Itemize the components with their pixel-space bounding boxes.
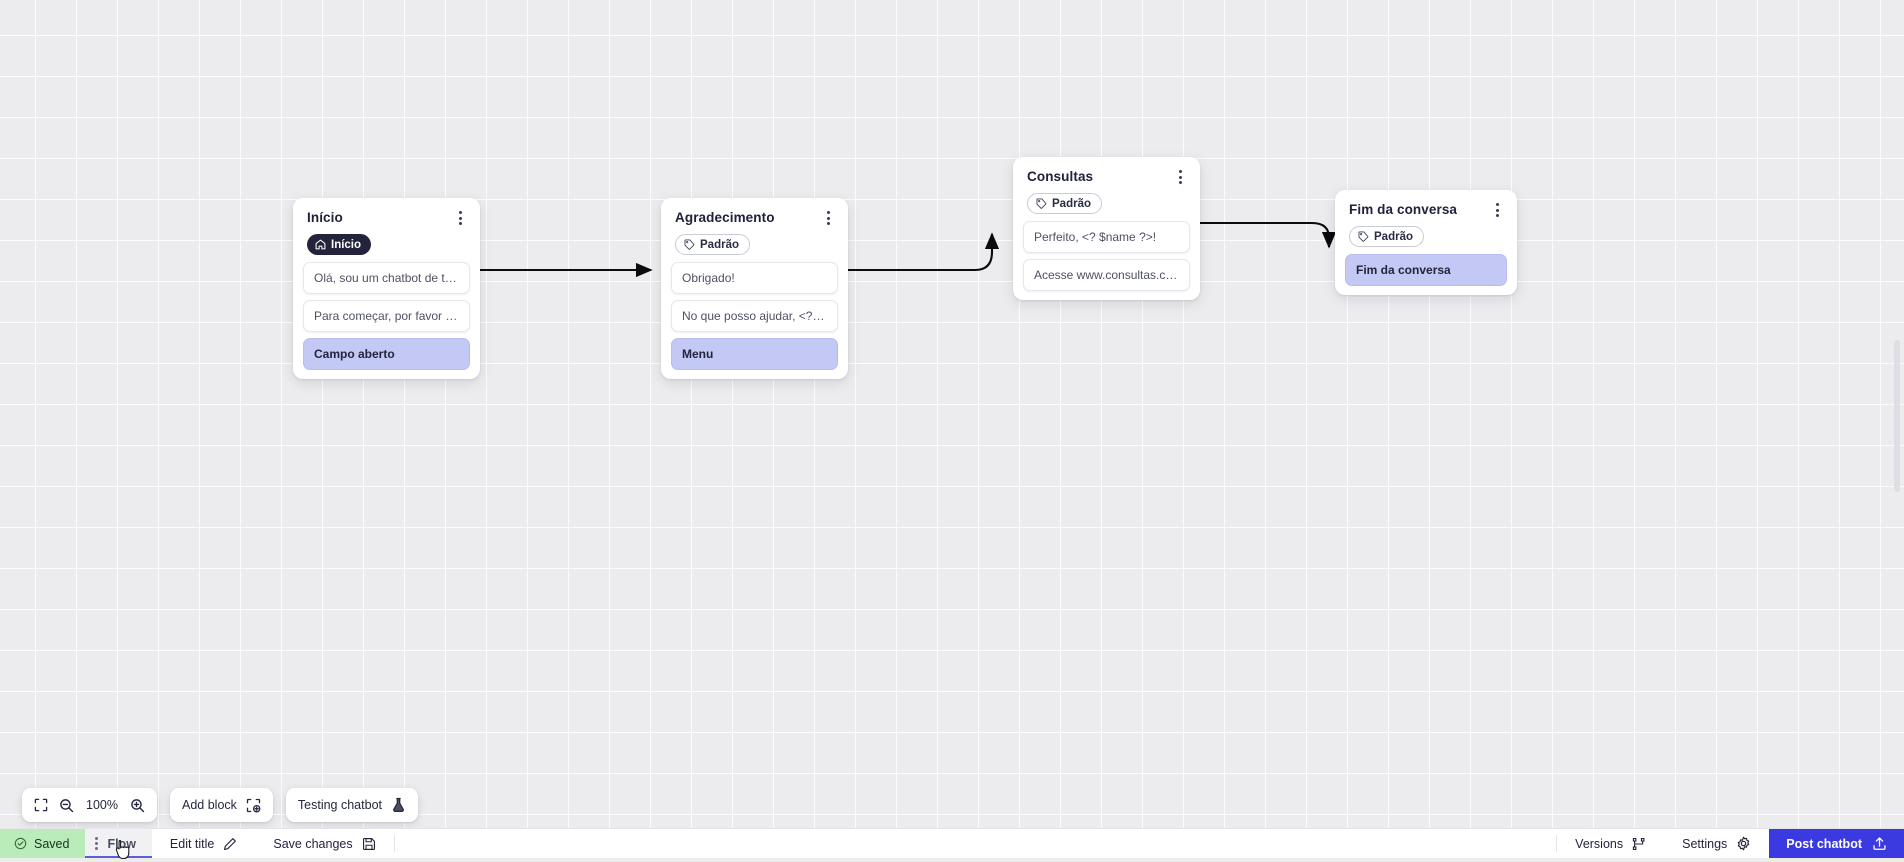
home-icon — [315, 239, 326, 250]
zoom-level-value: 100% — [85, 798, 119, 812]
node-badge-inicio[interactable]: Início — [307, 234, 371, 255]
bottom-status-bar: Saved Flow Edit title Save changes Versi… — [0, 828, 1904, 858]
branch-icon — [1632, 837, 1646, 851]
testing-chatbot-button[interactable]: Testing chatbot — [298, 797, 406, 813]
vertical-scrollbar-thumb[interactable] — [1894, 340, 1900, 492]
node-badge-label: Padrão — [1052, 198, 1091, 210]
node-menu-icon[interactable] — [1172, 168, 1188, 186]
bottom-bar-divider — [394, 835, 395, 852]
node-badge-row: Início — [303, 234, 470, 255]
settings-button[interactable]: Settings — [1664, 829, 1769, 858]
node-title: Início — [307, 210, 343, 226]
node-menu-icon[interactable] — [1489, 201, 1505, 219]
node-messages: Perfeito, <? $name ?>! Acesse www.consul… — [1023, 221, 1190, 291]
flow-canvas[interactable]: Início Início Olá, sou um chatbot de tes… — [0, 0, 1904, 828]
tag-icon — [684, 239, 695, 250]
gear-icon — [1736, 836, 1751, 851]
add-block-label: Add block — [182, 798, 237, 812]
node-messages: Fim da conversa — [1345, 254, 1507, 286]
node-message-accent[interactable]: Campo aberto — [303, 338, 470, 370]
flow-node-consultas[interactable]: Consultas Padrão Perfeito, <? $name ?>! … — [1013, 157, 1200, 300]
node-message-accent[interactable]: Fim da conversa — [1345, 254, 1507, 286]
save-changes-button[interactable]: Save changes — [255, 829, 393, 858]
connector-consultas-fim — [1200, 223, 1329, 247]
zoom-out-icon[interactable] — [59, 798, 74, 813]
zoom-in-icon[interactable] — [130, 798, 145, 813]
node-message[interactable]: Para começar, por favor digite o ... — [303, 300, 470, 332]
node-header: Início — [303, 208, 470, 227]
node-badge-row: Padrão — [1345, 226, 1507, 247]
add-block-icon — [246, 798, 261, 813]
node-badge-label: Padrão — [1374, 231, 1413, 243]
saved-status-label: Saved — [34, 837, 69, 851]
node-menu-icon[interactable] — [452, 209, 468, 227]
connector-layer — [0, 0, 1904, 828]
fit-screen-icon[interactable] — [34, 798, 48, 812]
vertical-scrollbar[interactable] — [1893, 0, 1901, 828]
node-message[interactable]: Perfeito, <? $name ?>! — [1023, 221, 1190, 253]
node-header: Agradecimento — [671, 208, 838, 227]
node-badge-padrao[interactable]: Padrão — [1349, 226, 1424, 247]
flow-node-inicio[interactable]: Início Início Olá, sou um chatbot de tes… — [293, 198, 480, 379]
node-header: Consultas — [1023, 167, 1190, 186]
connector-agradecimento-consultas — [848, 234, 992, 270]
versions-button[interactable]: Versions — [1557, 829, 1664, 858]
tag-icon — [1358, 231, 1369, 242]
node-menu-icon[interactable] — [820, 209, 836, 227]
add-block-group[interactable]: Add block — [170, 788, 273, 822]
bottom-bar-left: Saved Flow Edit title Save changes — [0, 829, 395, 858]
saved-status-badge: Saved — [0, 829, 85, 858]
node-title: Agradecimento — [675, 210, 775, 226]
tab-flow[interactable]: Flow — [85, 829, 151, 858]
check-circle-icon — [14, 837, 27, 850]
testing-chatbot-label: Testing chatbot — [298, 798, 382, 812]
pencil-icon — [223, 837, 237, 851]
node-badge-padrao[interactable]: Padrão — [675, 234, 750, 255]
floppy-disk-icon — [362, 837, 376, 851]
node-badge-row: Padrão — [1023, 193, 1190, 214]
upload-icon — [1872, 836, 1887, 851]
kebab-menu-icon[interactable] — [95, 837, 98, 850]
canvas-toolbar: 100% Add block Testing chatbot — [22, 788, 418, 822]
bottom-bar-right: Versions Settings Post chatbot — [1556, 829, 1904, 858]
node-badge-label: Padrão — [700, 239, 739, 251]
edit-title-label: Edit title — [170, 837, 214, 851]
flow-node-agradecimento[interactable]: Agradecimento Padrão Obrigado! No que po… — [661, 198, 848, 379]
post-chatbot-label: Post chatbot — [1786, 837, 1862, 851]
flask-icon — [391, 797, 406, 813]
save-changes-label: Save changes — [273, 837, 352, 851]
node-badge-row: Padrão — [671, 234, 838, 255]
zoom-controls: 100% — [22, 788, 157, 822]
node-badge-label: Início — [331, 239, 361, 251]
tag-icon — [1036, 198, 1047, 209]
post-chatbot-button[interactable]: Post chatbot — [1769, 829, 1904, 858]
node-title: Fim da conversa — [1349, 202, 1457, 218]
node-message-accent[interactable]: Menu — [671, 338, 838, 370]
flow-node-fim-da-conversa[interactable]: Fim da conversa Padrão Fim da conversa — [1335, 190, 1517, 295]
node-title: Consultas — [1027, 169, 1093, 185]
node-badge-padrao[interactable]: Padrão — [1027, 193, 1102, 214]
settings-label: Settings — [1682, 837, 1727, 851]
node-header: Fim da conversa — [1345, 200, 1507, 219]
node-message[interactable]: Olá, sou um chatbot de teste! — [303, 262, 470, 294]
add-block-button[interactable]: Add block — [182, 798, 261, 813]
edit-title-button[interactable]: Edit title — [152, 829, 255, 858]
node-messages: Obrigado! No que posso ajudar, <? $name … — [671, 262, 838, 370]
tab-flow-label: Flow — [107, 837, 135, 851]
node-messages: Olá, sou um chatbot de teste! Para começ… — [303, 262, 470, 370]
node-message[interactable]: No que posso ajudar, <? $name ... — [671, 300, 838, 332]
node-message[interactable]: Acesse www.consultas.com par... — [1023, 259, 1190, 291]
node-message[interactable]: Obrigado! — [671, 262, 838, 294]
testing-chatbot-group[interactable]: Testing chatbot — [286, 788, 418, 822]
versions-label: Versions — [1575, 837, 1623, 851]
